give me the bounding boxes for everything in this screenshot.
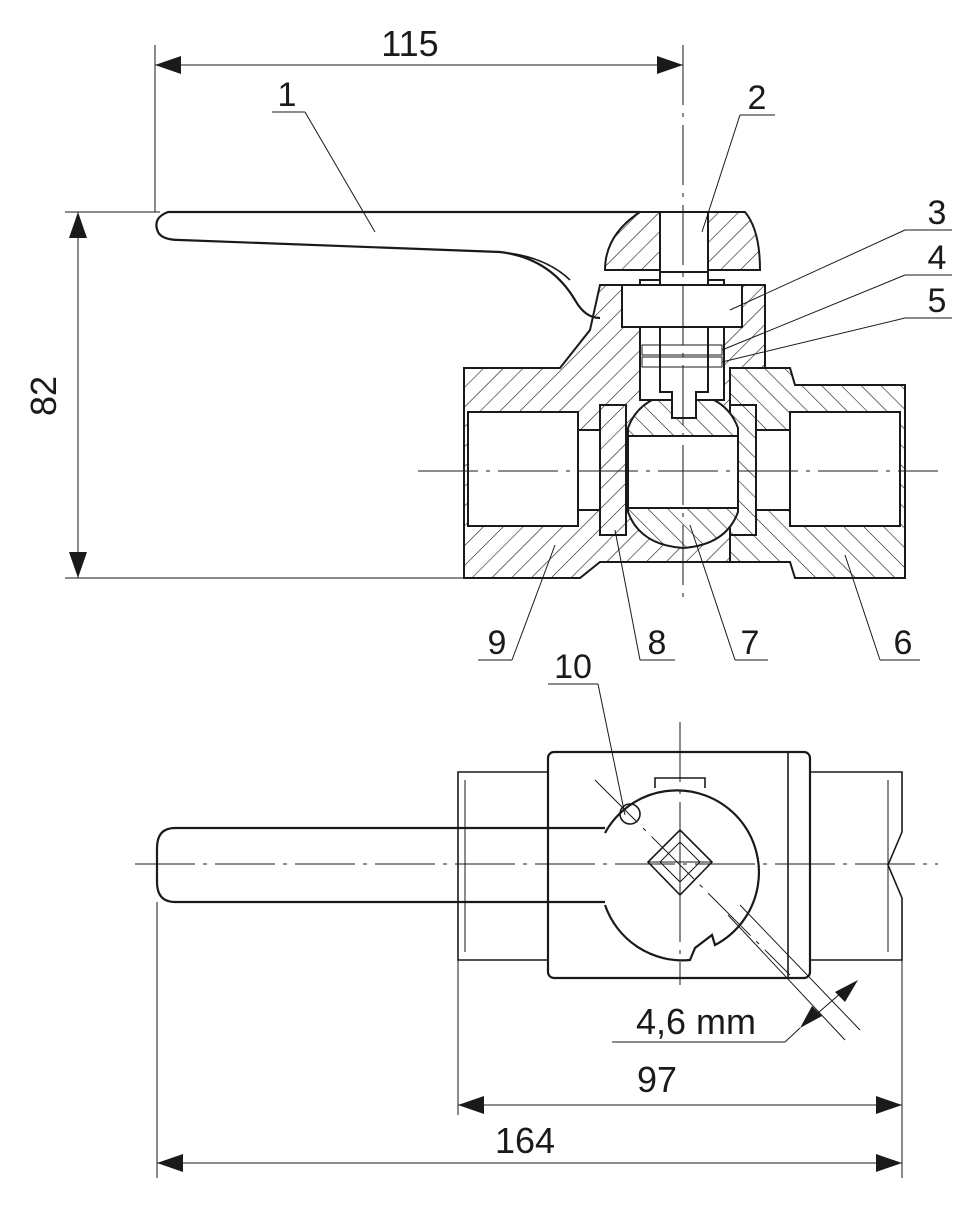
label-1: 1 — [272, 76, 376, 233]
slot-arrow-1 — [835, 980, 858, 1002]
svg-text:10: 10 — [554, 648, 592, 686]
plan-body-left — [457, 771, 548, 961]
diagonal-axis — [594, 779, 791, 976]
plan-body-center — [546, 750, 812, 980]
slot-line-1 — [727, 914, 846, 1041]
left-bore — [467, 411, 579, 527]
dim-115-arrow-right — [657, 56, 683, 74]
hub-hole — [619, 803, 641, 825]
gland-nut — [621, 284, 743, 328]
svg-text:9: 9 — [488, 624, 507, 662]
right-bore — [789, 411, 901, 527]
plan-hub — [603, 789, 761, 962]
handle-web — [499, 251, 571, 281]
slot-arrow-2 — [800, 1006, 822, 1028]
plan-handle — [155, 826, 605, 904]
dim-82-arrow-top — [69, 212, 87, 238]
dim-164-value: 164 — [495, 1120, 555, 1161]
plan-view: 4,6 mm 10 97 164 — [135, 648, 938, 1178]
svg-text:4: 4 — [928, 239, 947, 277]
svg-text:6: 6 — [894, 624, 913, 662]
dim-97-value: 97 — [637, 1059, 677, 1100]
slot-leader — [784, 1027, 801, 1043]
dim-115-value: 115 — [381, 23, 438, 64]
svg-text:8: 8 — [648, 624, 667, 662]
svg-text:5: 5 — [928, 282, 947, 320]
slot-line-2 — [739, 904, 861, 1031]
handle-lever — [155, 210, 640, 320]
label-2: 2 — [701, 79, 775, 233]
dim-164-arrow-right — [876, 1154, 902, 1172]
label-6: 6 — [844, 554, 920, 662]
dim-82-arrow-bottom — [69, 552, 87, 578]
seat-left — [599, 404, 627, 536]
dim-164-arrow-left — [157, 1154, 183, 1172]
hub-stem-slot — [659, 211, 709, 273]
label-10: 10 — [548, 648, 626, 816]
svg-text:1: 1 — [278, 76, 297, 114]
label-4: 4 — [721, 239, 952, 351]
svg-text:2: 2 — [748, 79, 767, 117]
dim-97-arrow-left — [458, 1096, 484, 1114]
label-5: 5 — [721, 282, 952, 363]
dim-82-value: 82 — [23, 376, 64, 416]
dim-slot-value: 4,6 mm — [636, 1001, 756, 1042]
label-3: 3 — [729, 194, 952, 311]
dim-97-arrow-right — [876, 1096, 902, 1114]
label-9: 9 — [478, 544, 556, 662]
svg-text:3: 3 — [928, 194, 947, 232]
label-7: 7 — [689, 524, 768, 662]
dim-115-arrow-left — [155, 56, 181, 74]
section-view: 115 82 1 2 3 4 — [23, 23, 952, 662]
label-8: 8 — [614, 529, 675, 662]
svg-text:7: 7 — [741, 624, 760, 662]
